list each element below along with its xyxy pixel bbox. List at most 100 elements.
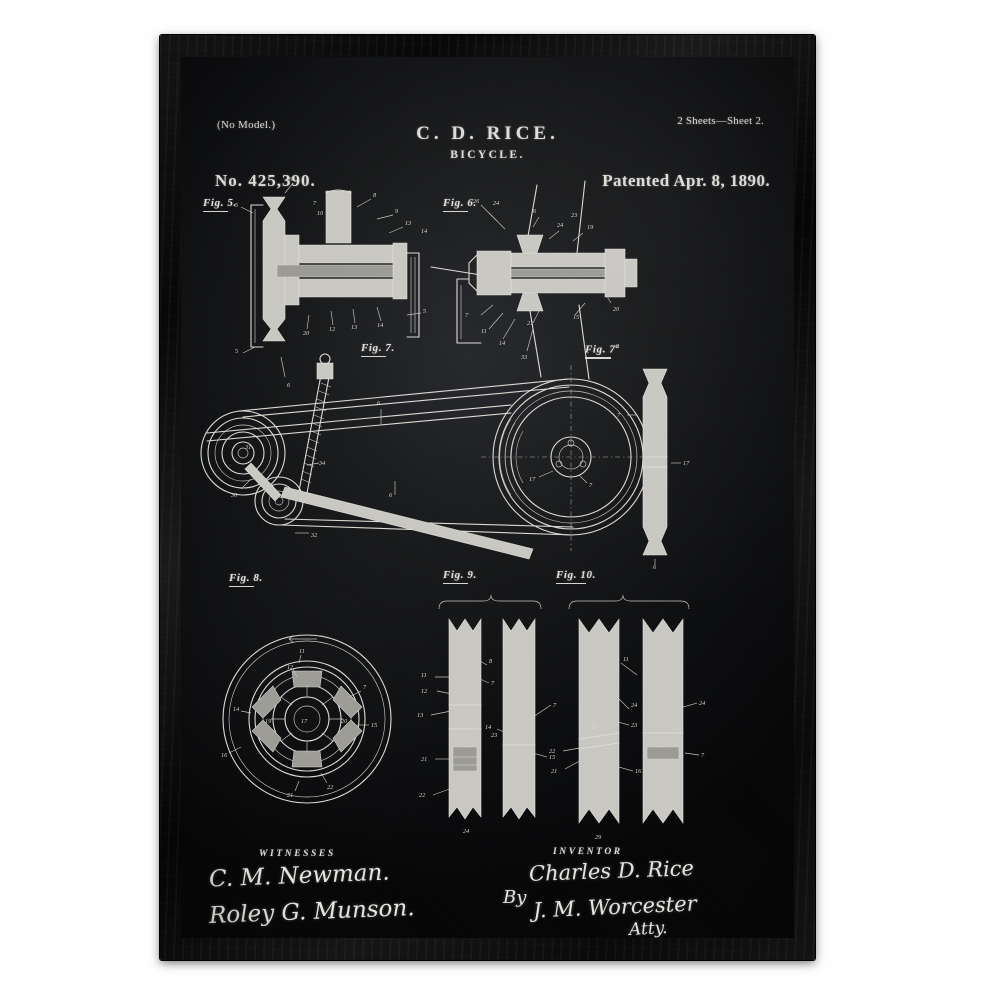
svg-text:15: 15 <box>573 314 579 321</box>
svg-text:5: 5 <box>235 202 238 209</box>
svg-text:29: 29 <box>595 834 601 841</box>
witnesses-label: WITNESSES <box>259 849 336 859</box>
svg-text:22: 22 <box>549 748 555 755</box>
svg-text:24: 24 <box>493 200 499 207</box>
svg-text:14: 14 <box>499 340 505 347</box>
svg-text:19: 19 <box>587 224 593 231</box>
no-model-label: (No Model.) <box>217 119 276 131</box>
svg-text:17: 17 <box>301 718 308 725</box>
svg-text:32: 32 <box>310 532 317 539</box>
svg-text:16: 16 <box>635 768 642 775</box>
fig7a-caption-text: Fig. 7 <box>585 343 616 356</box>
svg-text:31: 31 <box>244 444 251 451</box>
patent-subject-label: BICYCLE. <box>450 149 525 161</box>
svg-text:7: 7 <box>491 680 495 687</box>
svg-text:12: 12 <box>287 664 293 671</box>
svg-text:23: 23 <box>571 212 577 219</box>
picture-frame: (No Model.) 2 Sheets—Sheet 2. C. D. RICE… <box>160 35 815 960</box>
attorney-title: Atty. <box>628 918 668 938</box>
svg-text:7: 7 <box>363 684 367 691</box>
fig6-drawing: 26 24 6 24 23 19 7 11 14 21 15 33 20 <box>430 180 638 380</box>
svg-text:21: 21 <box>527 320 533 327</box>
svg-text:15: 15 <box>549 754 555 761</box>
svg-text:5: 5 <box>235 348 238 355</box>
svg-text:14: 14 <box>485 724 491 731</box>
svg-text:10: 10 <box>317 210 324 217</box>
svg-text:24: 24 <box>557 222 563 229</box>
svg-text:23: 23 <box>631 722 637 729</box>
svg-text:14: 14 <box>421 228 427 235</box>
patent-date-label: Patented Apr. 8, 1890. <box>602 171 770 190</box>
svg-text:17: 17 <box>675 726 682 733</box>
svg-text:20: 20 <box>613 306 620 313</box>
svg-text:34: 34 <box>318 460 325 467</box>
svg-text:7: 7 <box>647 662 651 669</box>
svg-text:12: 12 <box>421 688 427 695</box>
patent-drawing-sheet: (No Model.) 2 Sheets—Sheet 2. C. D. RICE… <box>181 57 794 938</box>
svg-text:21: 21 <box>421 756 427 763</box>
sheet-count-label: 2 Sheets—Sheet 2. <box>677 115 764 127</box>
svg-text:33: 33 <box>520 354 527 361</box>
svg-text:7: 7 <box>553 702 557 709</box>
svg-text:8: 8 <box>373 192 377 199</box>
svg-text:7: 7 <box>465 312 469 319</box>
svg-text:16: 16 <box>221 752 228 759</box>
by-label: By <box>503 887 527 908</box>
svg-text:11: 11 <box>481 328 487 335</box>
svg-text:11: 11 <box>299 648 305 655</box>
patent-number-label: No. 425,390. <box>215 171 316 190</box>
patent-drawings: 6 8 9 13 7 10 14 5 5 5 20 12 13 14 6 <box>200 176 705 841</box>
svg-text:7: 7 <box>313 200 317 207</box>
fig9-caption: Fig. 9. <box>443 569 477 585</box>
fig8-drawing: 11 12 7 16 21 22 14 15 19 20 17 <box>221 634 392 804</box>
fig7a-caption-sup: a <box>615 342 620 350</box>
fig10-drawing: 22 21 24 23 11 7 24 7 16 29 13 17 <box>549 594 705 841</box>
svg-text:20: 20 <box>303 330 310 337</box>
svg-text:5: 5 <box>423 308 426 315</box>
svg-text:21: 21 <box>287 792 293 799</box>
svg-text:19: 19 <box>265 718 271 725</box>
svg-text:6: 6 <box>653 564 657 571</box>
fig7-drawing: 34 30 32 6 6 17 7 31 <box>200 353 663 560</box>
svg-text:13: 13 <box>405 220 411 227</box>
svg-text:6: 6 <box>533 208 537 215</box>
svg-text:13: 13 <box>351 324 357 331</box>
svg-text:22: 22 <box>327 784 333 791</box>
fig7-caption: Fig. 7. <box>361 342 395 358</box>
svg-text:17: 17 <box>683 460 690 467</box>
fig9-drawing: 11 12 13 21 22 8 7 7 15 14 24 23 <box>417 594 557 835</box>
svg-text:7: 7 <box>617 412 621 419</box>
fig5-caption: Fig. 5. <box>203 197 237 213</box>
inventor-label: INVENTOR <box>553 847 623 857</box>
svg-text:6: 6 <box>287 382 291 389</box>
svg-text:26: 26 <box>473 198 480 205</box>
svg-text:11: 11 <box>623 656 629 663</box>
svg-text:11: 11 <box>421 672 427 679</box>
fig6-caption: Fig. 6. <box>443 197 477 213</box>
svg-text:24: 24 <box>463 828 469 835</box>
svg-text:6: 6 <box>389 492 393 499</box>
svg-text:23: 23 <box>491 732 497 739</box>
svg-text:30: 30 <box>230 492 238 499</box>
svg-text:7: 7 <box>589 482 593 489</box>
svg-text:14: 14 <box>377 322 383 329</box>
svg-text:21: 21 <box>551 768 557 775</box>
svg-text:6: 6 <box>377 400 381 407</box>
svg-text:24: 24 <box>699 700 705 707</box>
fig7a-drawing: 7 17 6 <box>617 368 690 571</box>
svg-text:22: 22 <box>419 792 425 799</box>
svg-text:7: 7 <box>701 752 705 759</box>
svg-text:24: 24 <box>631 702 637 709</box>
svg-text:14: 14 <box>233 706 239 713</box>
svg-text:13: 13 <box>417 712 423 719</box>
svg-text:13: 13 <box>591 724 597 731</box>
svg-text:9: 9 <box>395 208 398 215</box>
fig10-caption: Fig. 10. <box>556 569 596 585</box>
svg-text:12: 12 <box>329 326 335 333</box>
svg-text:6: 6 <box>289 176 293 183</box>
fig7-tension-spring <box>298 353 334 494</box>
svg-text:20: 20 <box>341 718 348 725</box>
page-title: C. D. RICE. <box>416 123 559 144</box>
fig8-caption: Fig. 8. <box>229 572 263 588</box>
